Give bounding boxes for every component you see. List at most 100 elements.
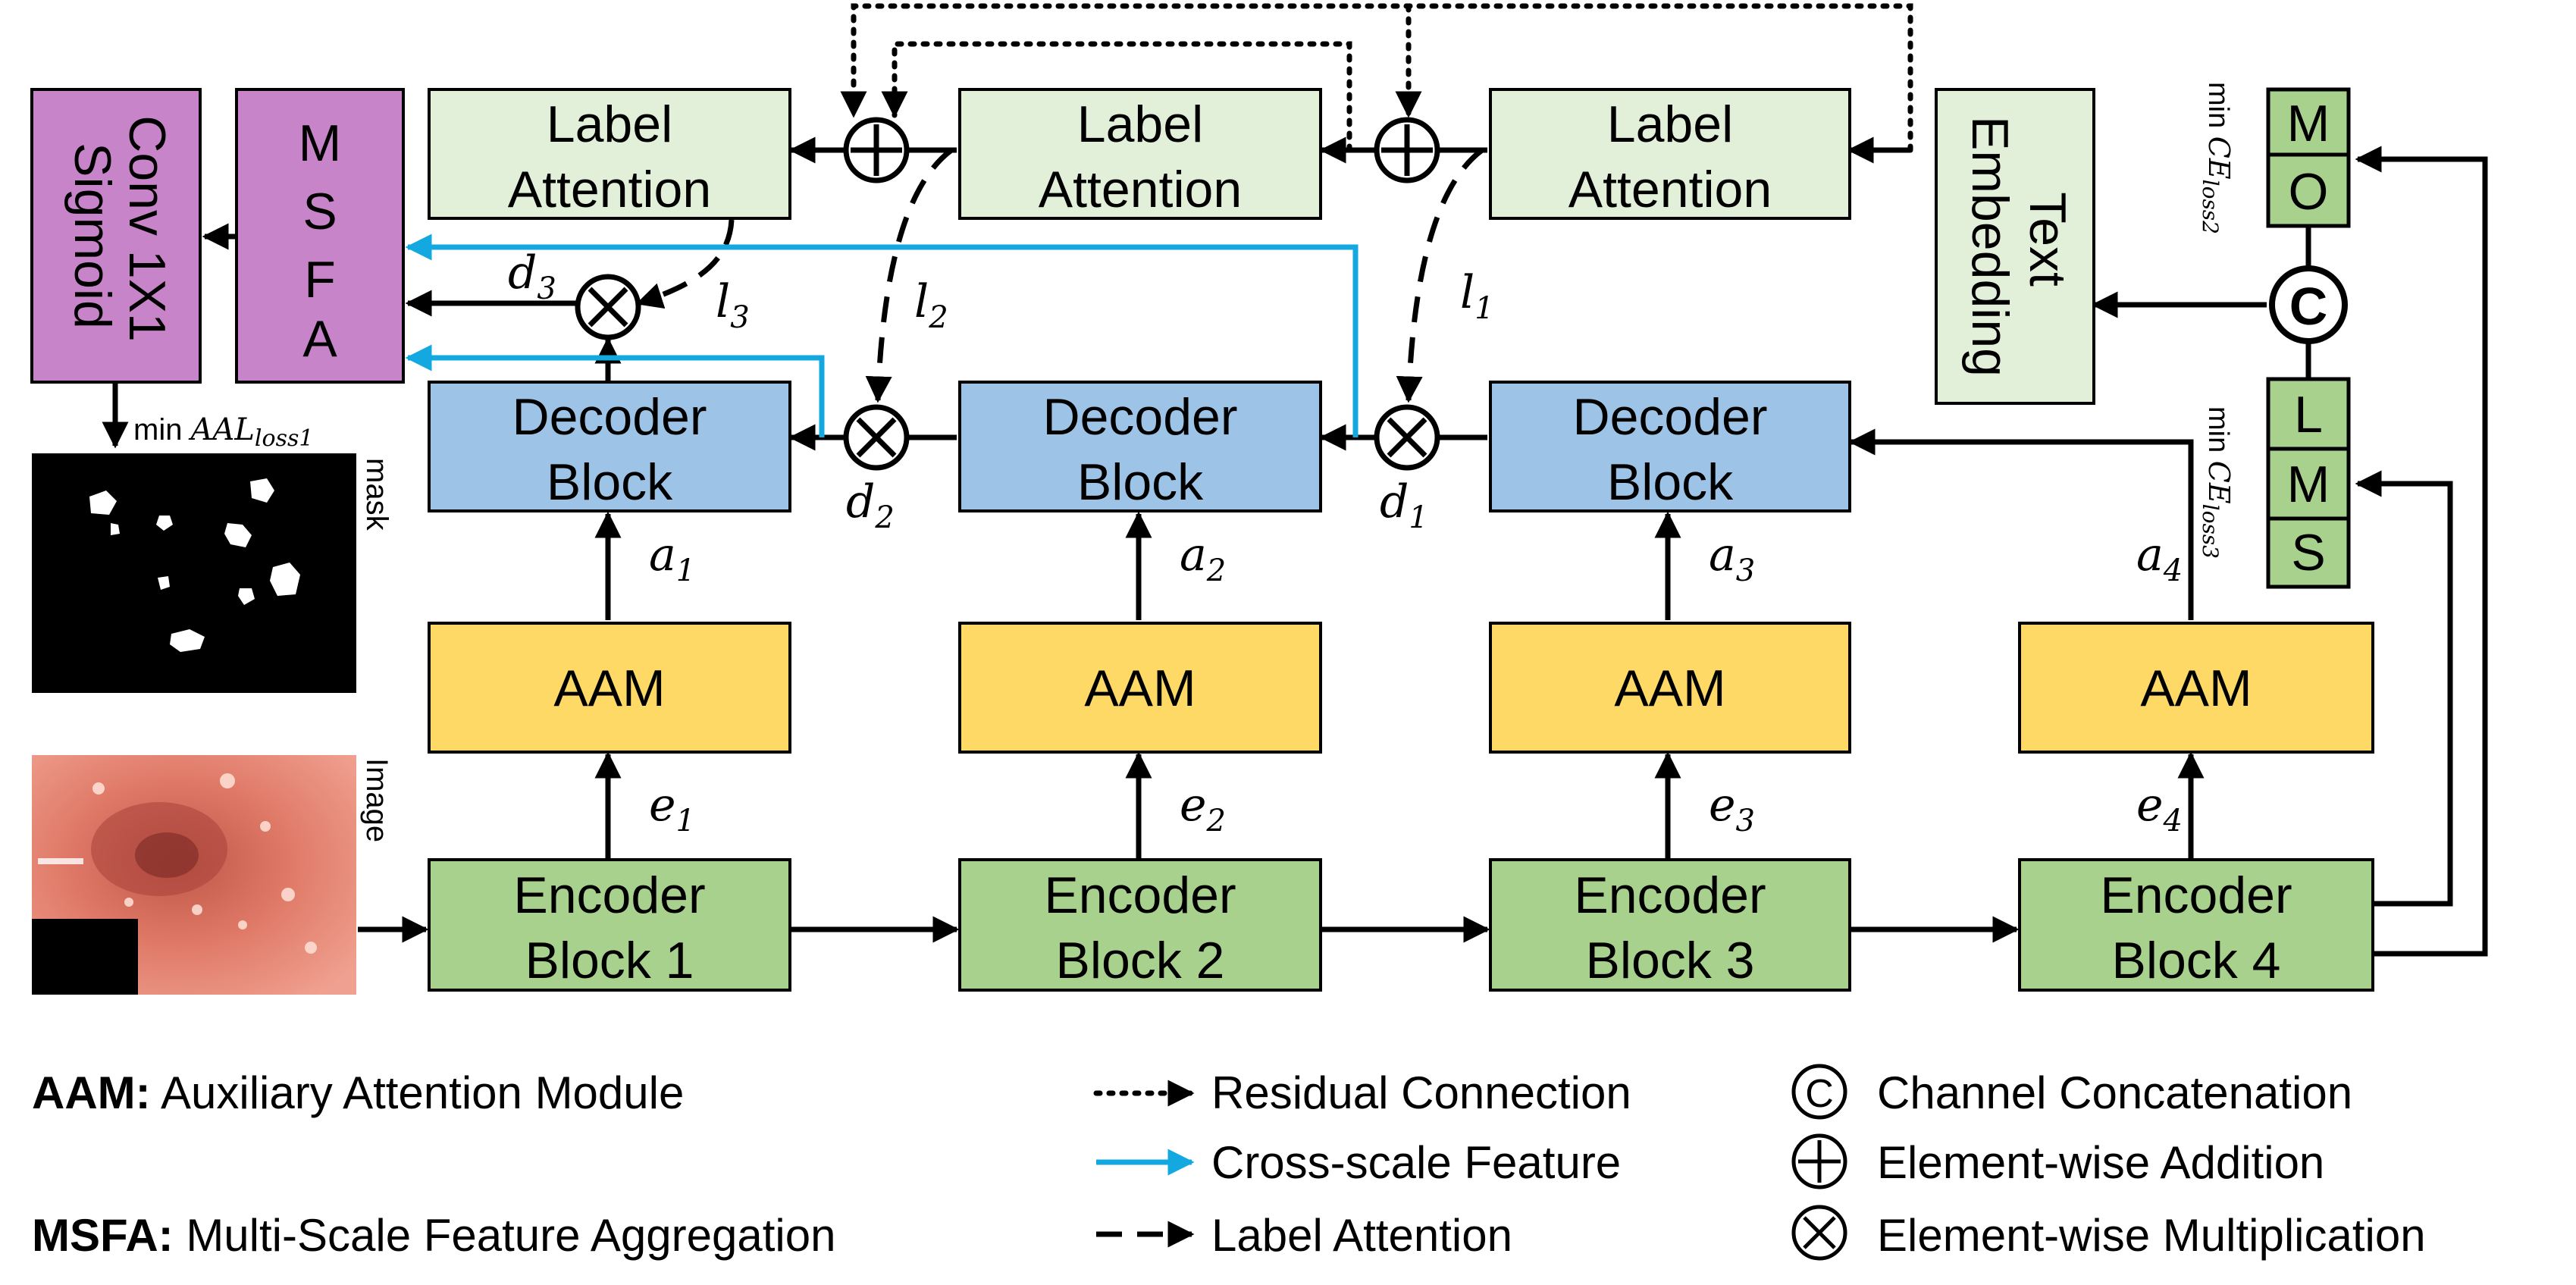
cross-scale-from-decoder2 xyxy=(405,233,1359,437)
mo-stack: M O xyxy=(2266,87,2351,228)
l2-dashed-arrow xyxy=(865,148,954,403)
aam-block-1-label: AAM xyxy=(553,660,665,717)
aam-block-2-label: AAM xyxy=(1084,660,1196,717)
aam-block-4: AAM xyxy=(2018,622,2374,754)
legend-concat-text: Channel Concatenation xyxy=(1877,1067,2352,1118)
msfa-letter-a: A xyxy=(302,310,337,368)
concat-node: C xyxy=(2269,265,2348,344)
decoder-block-3-line1: Decoder xyxy=(1572,388,1767,446)
legend-add-text: Element-wise Addition xyxy=(1877,1137,2324,1188)
encoder-block-3-line1: Encoder xyxy=(1574,867,1766,924)
text-embedding-line2: Embedding xyxy=(1961,116,2019,377)
text-embedding-block: Text Embedding xyxy=(1935,88,2095,405)
legend-label-att-text: Label Attention xyxy=(1211,1210,1512,1261)
mult-node-3 xyxy=(575,274,641,340)
d3-label: d3 xyxy=(508,246,556,306)
l3-dashed-arrow xyxy=(635,219,735,309)
concat-symbol: C xyxy=(2289,277,2328,336)
label-attention-block-3-line2: Attention xyxy=(1568,161,1772,218)
label-attention-arrows xyxy=(635,148,1484,403)
aam-blocks: AAM AAM AAM AAM xyxy=(428,622,2374,754)
sigmoid-label: Sigmoid xyxy=(64,143,121,329)
input-image xyxy=(32,755,356,995)
l3-label: l3 xyxy=(716,275,750,335)
lms-letter-l: L xyxy=(2294,386,2323,443)
mo-letter-m: M xyxy=(2287,95,2330,152)
feature-e2: e2 xyxy=(1180,779,1226,838)
d2-label: d2 xyxy=(846,475,895,535)
encoder-block-3-line2: Block 3 xyxy=(1586,932,1755,989)
label-attention-block-2-line2: Attention xyxy=(1039,161,1242,218)
aam-block-3-label: AAM xyxy=(1614,660,1725,717)
addition-nodes xyxy=(843,117,1440,183)
legend: AAM: Auxiliary Attention Module MSFA: Mu… xyxy=(32,1064,2426,1261)
mo-letter-o: O xyxy=(2289,163,2329,221)
feature-e1: e1 xyxy=(649,779,695,838)
svg-text:Conv 1X1 Sigmoid: Conv 1X1 Sigmoid xyxy=(64,115,176,356)
aal-loss-label: min AALloss1 xyxy=(133,412,313,452)
residual-outer-line xyxy=(840,3,1913,153)
encoder-block-2-line2: Block 2 xyxy=(1056,932,1225,989)
aam-block-2: AAM xyxy=(958,622,1322,754)
msfa-letter-f: F xyxy=(304,251,336,309)
encoder-block-1-line2: Block 1 xyxy=(525,932,694,989)
legend-aam: AAM: Auxiliary Attention Module xyxy=(32,1067,684,1118)
lms-letter-m: M xyxy=(2287,456,2330,513)
legend-mult-text: Element-wise Multiplication xyxy=(1877,1210,2426,1261)
legend-cross-scale-text: Cross-scale Feature xyxy=(1211,1137,1621,1188)
cross-scale-features xyxy=(405,233,1359,437)
d1-label: d1 xyxy=(1380,475,1428,535)
l2-label: l2 xyxy=(914,275,948,335)
connections xyxy=(102,136,2488,957)
d-labels: d3 d2 d1 xyxy=(508,246,1428,535)
encoder-block-4-line2: Block 4 xyxy=(2112,932,2281,989)
msfa-letter-s: S xyxy=(302,183,337,240)
feature-a4: a4 xyxy=(2136,528,2183,588)
label-attention-block-1-line2: Attention xyxy=(508,161,711,218)
l1-dashed-arrow xyxy=(1396,148,1484,403)
label-attention-block-2-line1: Label xyxy=(1077,96,1203,153)
mult-node-2 xyxy=(843,404,910,471)
aam-block-4-label: AAM xyxy=(2140,660,2252,717)
decoder-block-3-line2: Block xyxy=(1607,453,1734,511)
lms-letter-s: S xyxy=(2291,524,2325,581)
aam4-to-decoder3-arrow xyxy=(1848,428,2194,620)
label-attention-block-1-line1: Label xyxy=(547,96,672,153)
aam-block-3: AAM xyxy=(1489,622,1851,754)
l-labels: l3 l2 l1 xyxy=(716,266,1494,335)
conv-sigmoid-block: Conv 1X1 Sigmoid xyxy=(30,88,202,384)
image-side-label: Image xyxy=(360,758,393,842)
decoder-block-1-line1: Decoder xyxy=(512,388,707,446)
encoder-block-2-line1: Encoder xyxy=(1044,867,1236,924)
l1-label: l1 xyxy=(1460,266,1494,326)
add-node-2 xyxy=(843,117,910,183)
mask-side-label: mask xyxy=(360,458,393,531)
conv-label: Conv 1X1 xyxy=(118,115,176,342)
msfa-letter-m: M xyxy=(299,114,342,172)
feature-a1: a1 xyxy=(649,528,695,588)
legend-msfa: MSFA: Multi-Scale Feature Aggregation xyxy=(32,1210,835,1261)
aam-block-1: AAM xyxy=(428,622,791,754)
encoder4-to-lms-arrow xyxy=(2355,470,2453,907)
legend-mult-icon xyxy=(1791,1205,1847,1261)
ce3-loss-label: min CEloss3 xyxy=(2198,406,2236,559)
msfa-block: M S F A xyxy=(235,88,405,384)
mult-node-1 xyxy=(1374,404,1440,471)
legend-concat-icon: C xyxy=(1791,1064,1847,1120)
feature-e4: e4 xyxy=(2136,779,2183,838)
svg-text:Text Embedding: Text Embedding xyxy=(1961,116,2076,377)
residual-connections xyxy=(840,3,1913,153)
label-attention-block-3-line1: Label xyxy=(1607,96,1733,153)
encoder-block-4-line1: Encoder xyxy=(2100,867,2292,924)
text-embedding-line1: Text xyxy=(2019,192,2076,287)
